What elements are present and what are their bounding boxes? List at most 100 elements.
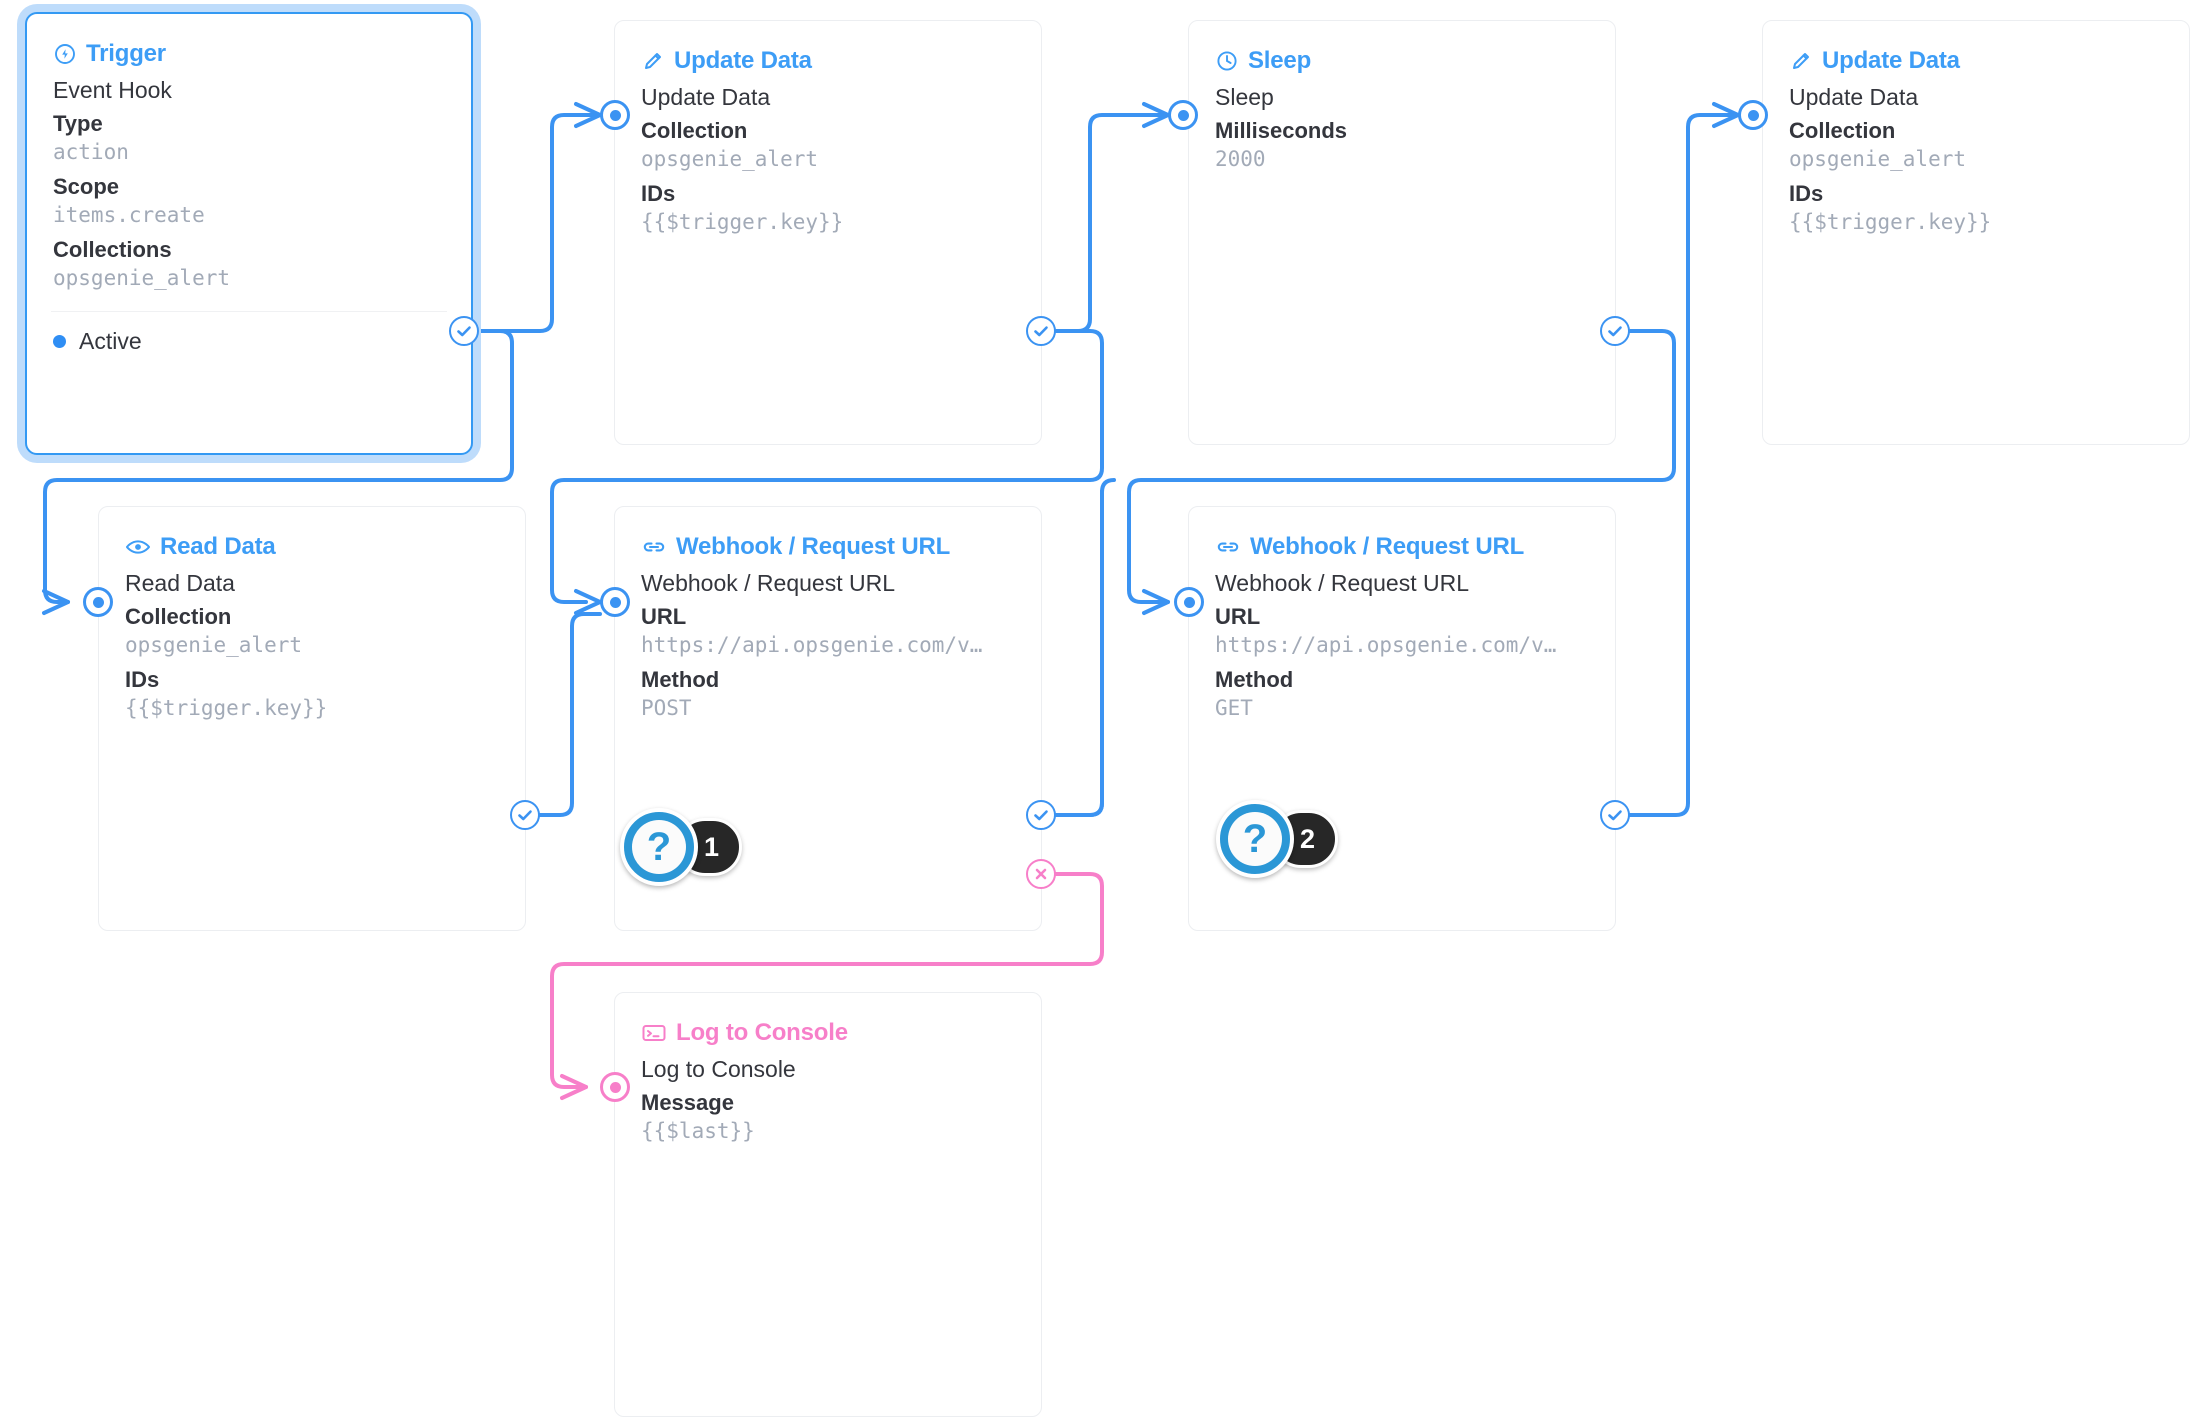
field-value-method-post: POST (641, 696, 692, 721)
field-value-collection: opsgenie_alert (641, 147, 819, 172)
field-label-ids: IDs (641, 180, 676, 206)
question-mark-glyph-1: ? (632, 820, 686, 874)
node-update-data-1-header-label: Update Data (674, 47, 812, 74)
node-webhook-get-header-label: Webhook / Request URL (1250, 533, 1525, 560)
node-update-data-2-header: Update Data (1763, 21, 2189, 75)
node-update-data-2-body: Update Data Collection opsgenie_alert ID… (1763, 75, 2189, 237)
node-read-data[interactable]: Read Data Read Data Collection opsgenie_… (98, 506, 526, 931)
field-value-collection-read: opsgenie_alert (125, 633, 303, 658)
trigger-divider (51, 310, 447, 312)
node-read-data-row-title: Read Data (125, 570, 235, 596)
webhook-get-output-port-success[interactable] (1600, 800, 1630, 830)
link-icon (641, 535, 667, 559)
question-mark-glyph-2: ? (1228, 812, 1282, 866)
field-value-message: {{$last}} (641, 1119, 755, 1144)
node-webhook-post-header: Webhook / Request URL (615, 507, 1041, 561)
eye-icon (125, 535, 151, 559)
field-label-collection-2: Collection (1789, 117, 1896, 143)
question-mark-icon-1[interactable]: ? (620, 808, 698, 886)
node-sleep[interactable]: Sleep Sleep Milliseconds 2000 (1188, 20, 1616, 445)
node-trigger-row-title: Event Hook (53, 77, 172, 103)
node-read-data-body: Read Data Collection opsgenie_alert IDs … (99, 561, 525, 723)
field-label-milliseconds: Milliseconds (1215, 117, 1348, 143)
node-update-data-2[interactable]: Update Data Update Data Collection opsge… (1762, 20, 2190, 445)
update-data-2-input-port[interactable] (1738, 100, 1768, 130)
hint-badge-2[interactable]: ? 2 (1216, 800, 1338, 878)
node-trigger[interactable]: Trigger Event Hook Type action Scope ite… (25, 12, 473, 455)
trigger-output-port-success[interactable] (449, 316, 479, 346)
node-update-data-2-header-label: Update Data (1822, 47, 1960, 74)
field-value-url-post: https://api.opsgenie.com/v… (641, 633, 983, 658)
node-log-to-console-body: Log to Console Message {{$last}} (615, 1047, 1041, 1146)
field-label-url-post: URL (641, 603, 687, 629)
node-update-data-1-header: Update Data (615, 21, 1041, 75)
node-sleep-row-title: Sleep (1215, 84, 1274, 110)
field-value-ids: {{$trigger.key}} (641, 210, 844, 235)
field-value-ids-read: {{$trigger.key}} (125, 696, 328, 721)
webhook-post-output-port-error[interactable] (1026, 859, 1056, 889)
question-mark-icon-2[interactable]: ? (1216, 800, 1294, 878)
field-value-milliseconds: 2000 (1215, 147, 1266, 172)
field-label-collection-read: Collection (125, 603, 232, 629)
field-value-type: action (53, 140, 129, 165)
field-value-url-get: https://api.opsgenie.com/v… (1215, 633, 1557, 658)
update-data-1-input-port[interactable] (600, 100, 630, 130)
sleep-input-port[interactable] (1168, 100, 1198, 130)
field-value-collections: opsgenie_alert (53, 266, 231, 291)
pencil-icon (641, 49, 665, 73)
read-data-output-port-success[interactable] (510, 800, 540, 830)
update-data-1-output-port-success[interactable] (1026, 316, 1056, 346)
node-trigger-body: Event Hook Type action Scope items.creat… (27, 68, 471, 293)
node-log-to-console-header: Log to Console (615, 993, 1041, 1047)
node-webhook-get-header: Webhook / Request URL (1189, 507, 1615, 561)
console-icon (641, 1021, 667, 1045)
node-log-to-console-row-title: Log to Console (641, 1056, 796, 1082)
node-update-data-1-body: Update Data Collection opsgenie_alert ID… (615, 75, 1041, 237)
field-value-scope: items.create (53, 203, 205, 228)
node-webhook-get-row-title: Webhook / Request URL (1215, 570, 1469, 596)
node-webhook-get-body: Webhook / Request URL URL https://api.op… (1189, 561, 1615, 723)
field-label-message: Message (641, 1089, 734, 1115)
field-value-method-get: GET (1215, 696, 1253, 721)
node-update-data-1[interactable]: Update Data Update Data Collection opsge… (614, 20, 1042, 445)
field-value-collection-2: opsgenie_alert (1789, 147, 1967, 172)
webhook-post-output-port-success[interactable] (1026, 800, 1056, 830)
node-update-data-1-row-title: Update Data (641, 84, 771, 110)
node-trigger-header-label: Trigger (86, 40, 166, 67)
status-dot-icon (53, 334, 66, 348)
node-update-data-2-row-title: Update Data (1789, 84, 1919, 110)
node-read-data-header: Read Data (99, 507, 525, 561)
link-icon (1215, 535, 1241, 559)
node-sleep-header-label: Sleep (1248, 47, 1312, 74)
webhook-post-input-port[interactable] (600, 587, 630, 617)
log-to-console-input-port[interactable] (600, 1072, 630, 1102)
node-read-data-header-label: Read Data (160, 533, 276, 560)
node-log-to-console[interactable]: Log to Console Log to Console Message {{… (614, 992, 1042, 1417)
node-sleep-header: Sleep (1189, 21, 1615, 75)
trigger-status-label: Active (79, 327, 142, 354)
node-trigger-header: Trigger (27, 14, 471, 68)
field-label-method-get: Method (1215, 666, 1294, 692)
node-webhook-post-header-label: Webhook / Request URL (676, 533, 951, 560)
field-label-collections: Collections (53, 236, 172, 262)
hint-badge-1[interactable]: ? 1 (620, 808, 742, 886)
field-label-type: Type (53, 110, 103, 136)
field-label-collection: Collection (641, 117, 748, 143)
node-log-to-console-header-label: Log to Console (676, 1019, 848, 1046)
node-webhook-post-row-title: Webhook / Request URL (641, 570, 895, 596)
lightning-circle-icon (53, 42, 77, 66)
field-label-ids-read: IDs (125, 666, 160, 692)
pencil-icon (1789, 49, 1813, 73)
webhook-get-input-port[interactable] (1174, 587, 1204, 617)
clock-icon (1215, 49, 1239, 73)
node-sleep-body: Sleep Milliseconds 2000 (1189, 75, 1615, 174)
field-label-method-post: Method (641, 666, 720, 692)
node-webhook-post-body: Webhook / Request URL URL https://api.op… (615, 561, 1041, 723)
read-data-input-port[interactable] (83, 587, 113, 617)
sleep-output-port-success[interactable] (1600, 316, 1630, 346)
field-label-ids-2: IDs (1789, 180, 1824, 206)
field-label-url-get: URL (1215, 603, 1261, 629)
field-value-ids-2: {{$trigger.key}} (1789, 210, 1992, 235)
trigger-status: Active (27, 312, 471, 355)
